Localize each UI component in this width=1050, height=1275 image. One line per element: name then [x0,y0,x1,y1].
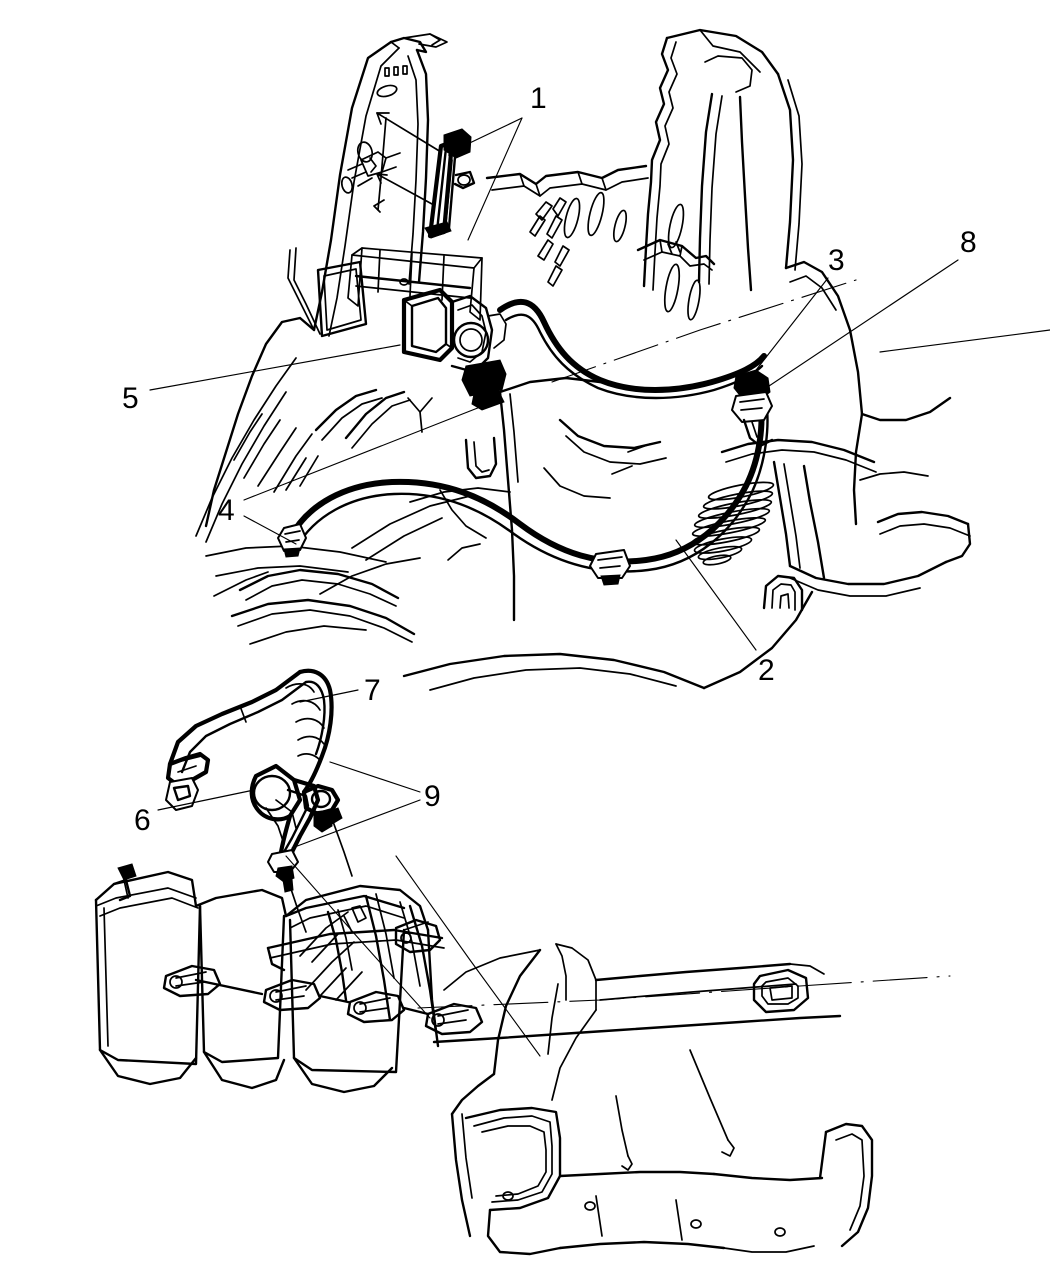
leader-3 [741,277,829,389]
part-1-height-adjuster [424,128,476,239]
leader-4b [243,515,297,545]
leader-9b [291,799,421,849]
callout-number-6[interactable]: 6 [134,804,151,837]
leader-2 [675,539,757,651]
callout-number-3[interactable]: 3 [828,244,845,277]
rear-floor-pan [432,943,874,1256]
callout-number-5[interactable]: 5 [122,382,139,415]
leader-1 [454,117,523,151]
callout-number-8[interactable]: 8 [960,226,977,259]
part-4-belt-end-anchor [277,523,307,558]
vent-hatching [691,481,775,566]
leader-3b [879,329,1050,353]
part-9-anchor-bolts [289,807,353,933]
leader-5 [149,344,401,391]
callout-number-9[interactable]: 9 [424,780,441,813]
leader-9 [329,761,421,793]
leader-8 [759,259,959,393]
leader-lines [149,117,1050,849]
leader-1b [467,117,523,241]
leader-4 [243,399,499,501]
seat-frame-assembly [94,863,484,1094]
callout-number-4[interactable]: 4 [218,494,235,527]
callout-number-2[interactable]: 2 [758,654,775,687]
quarter-panel-structure [195,28,972,691]
part-7-belt-latch-assembly [165,668,341,833]
part-5-retractor [347,247,507,433]
callout-number-7[interactable]: 7 [364,674,381,707]
assembly-centerline [285,279,951,1057]
leader-6 [157,789,255,811]
leader-7 [299,689,359,703]
callout-number-1[interactable]: 1 [530,82,547,115]
